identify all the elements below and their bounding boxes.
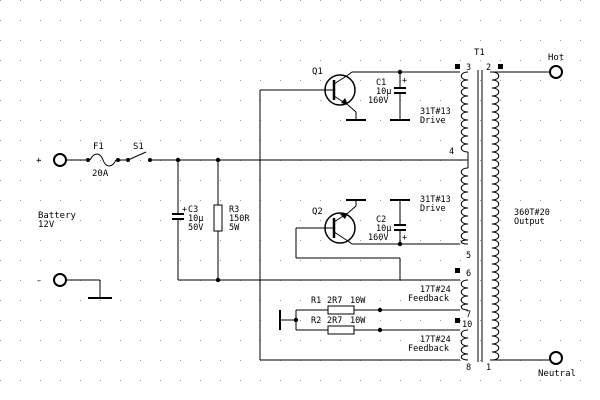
pin-3: 3 <box>466 63 471 73</box>
c3-value: 10µ <box>188 214 203 224</box>
fb-top-turns: 17T#24 <box>420 285 451 295</box>
capacitor-c2[interactable]: C2 10µ 160V + <box>368 199 410 247</box>
battery-neg-label: - <box>36 276 41 286</box>
phase-dot <box>455 64 460 69</box>
fb-top-name: Feedback <box>408 294 449 304</box>
c3-polarity: + <box>182 205 187 215</box>
neutral-label: Neutral <box>538 369 576 379</box>
r3-power: 5W <box>229 223 240 233</box>
phase-dot <box>455 318 460 323</box>
pin-2: 2 <box>486 63 491 73</box>
pin-5: 5 <box>466 251 471 261</box>
switch-s1[interactable]: S1 <box>126 142 178 162</box>
switch-ref: S1 <box>133 142 144 152</box>
fb-bot-name: Feedback <box>408 344 449 354</box>
r2-ref: R2 <box>311 316 321 326</box>
r1-value: 2R7 <box>327 296 342 306</box>
c3-voltage: 50V <box>188 223 203 233</box>
pin-6: 6 <box>466 269 471 279</box>
q1-ref: Q1 <box>312 67 323 77</box>
junction-dot <box>215 277 221 283</box>
phase-dot <box>498 64 503 69</box>
pin-10: 10 <box>462 320 472 330</box>
r2-value: 2R7 <box>327 316 342 326</box>
fuse-f1[interactable]: F1 20A <box>66 142 126 179</box>
c1-ref: C1 <box>376 78 386 88</box>
neutral-terminal[interactable] <box>549 351 563 365</box>
output-turns: 360T#20 <box>514 208 550 218</box>
capacitor-c1[interactable]: C1 10µ 160V + <box>368 69 410 121</box>
r1-power: 10W <box>350 296 366 306</box>
r3-ref: R3 <box>229 205 239 215</box>
c2-polarity: + <box>402 233 407 243</box>
c2-voltage: 160V <box>368 233 388 243</box>
c2-ref: C2 <box>376 215 386 225</box>
fuse-value: 20A <box>92 169 109 179</box>
pin-4: 4 <box>449 147 454 157</box>
battery-negative-terminal[interactable]: - <box>36 273 112 299</box>
drive-bot-name: Drive <box>420 204 446 214</box>
output-name: Output <box>514 217 545 227</box>
battery-pos-label: + <box>36 156 42 166</box>
r2-power: 10W <box>350 316 366 326</box>
phase-dot <box>455 268 460 273</box>
resistor-r2[interactable]: R2 2R7 10W <box>296 316 383 335</box>
resistor-r1[interactable]: R1 2R7 10W <box>296 296 383 315</box>
hot-terminal[interactable] <box>549 65 563 79</box>
drive-top-name: Drive <box>420 116 446 126</box>
c1-voltage: 160V <box>368 96 388 106</box>
capacitor-c3[interactable]: + C3 10µ 50V <box>172 160 203 280</box>
c1-polarity: + <box>402 76 407 86</box>
drive-bot-turns: 31T#13 <box>420 195 451 205</box>
c3-ref: C3 <box>188 205 198 215</box>
transformer-t1[interactable]: T1 <box>455 48 503 362</box>
drive-top-turns: 31T#13 <box>420 107 451 117</box>
pin-7: 7 <box>466 310 471 320</box>
c2-value: 10µ <box>376 224 391 234</box>
fb-bot-turns: 17T#24 <box>420 335 451 345</box>
q2-ref: Q2 <box>312 207 323 217</box>
resistor-r3[interactable]: R3 150R 5W <box>213 160 250 280</box>
pin-1: 1 <box>486 363 491 373</box>
pin-8: 8 <box>466 363 471 373</box>
r3-value: 150R <box>229 214 250 224</box>
transistor-q2[interactable]: Q2 <box>312 199 460 245</box>
c1-value: 10µ <box>376 87 391 97</box>
battery-label: Battery <box>38 211 77 221</box>
hot-label: Hot <box>548 53 564 63</box>
transformer-ref: T1 <box>474 48 485 58</box>
transistor-q1[interactable]: Q1 <box>312 67 460 121</box>
fuse-ref: F1 <box>93 142 104 152</box>
r1-ref: R1 <box>311 296 321 306</box>
battery-voltage: 12V <box>38 220 55 230</box>
